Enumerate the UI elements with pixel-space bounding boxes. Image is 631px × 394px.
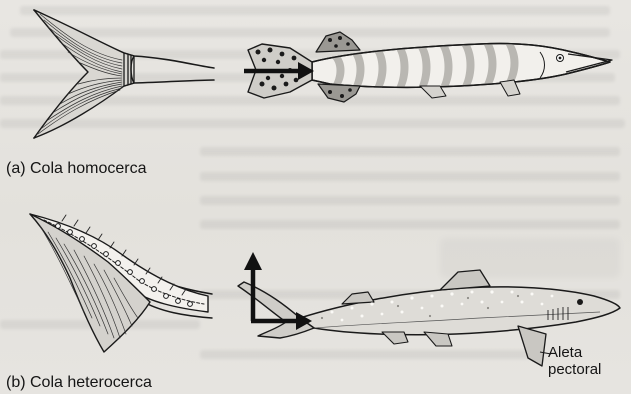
pectoral-fin-label-line1: Aleta	[548, 344, 601, 361]
heterocercal-tail-closeup	[30, 214, 212, 352]
caption-heterocercal-tail: (b) Cola heterocerca	[6, 375, 152, 391]
pectoral-fin-label-line2: pectoral	[548, 361, 601, 378]
homocercal-tail-closeup	[34, 10, 214, 138]
heterocercal-arrows	[244, 252, 312, 330]
pectoral-fin-label: Aleta pectoral	[548, 344, 601, 378]
caption-homocercal-tail: (a) Cola homocerca	[6, 161, 147, 177]
